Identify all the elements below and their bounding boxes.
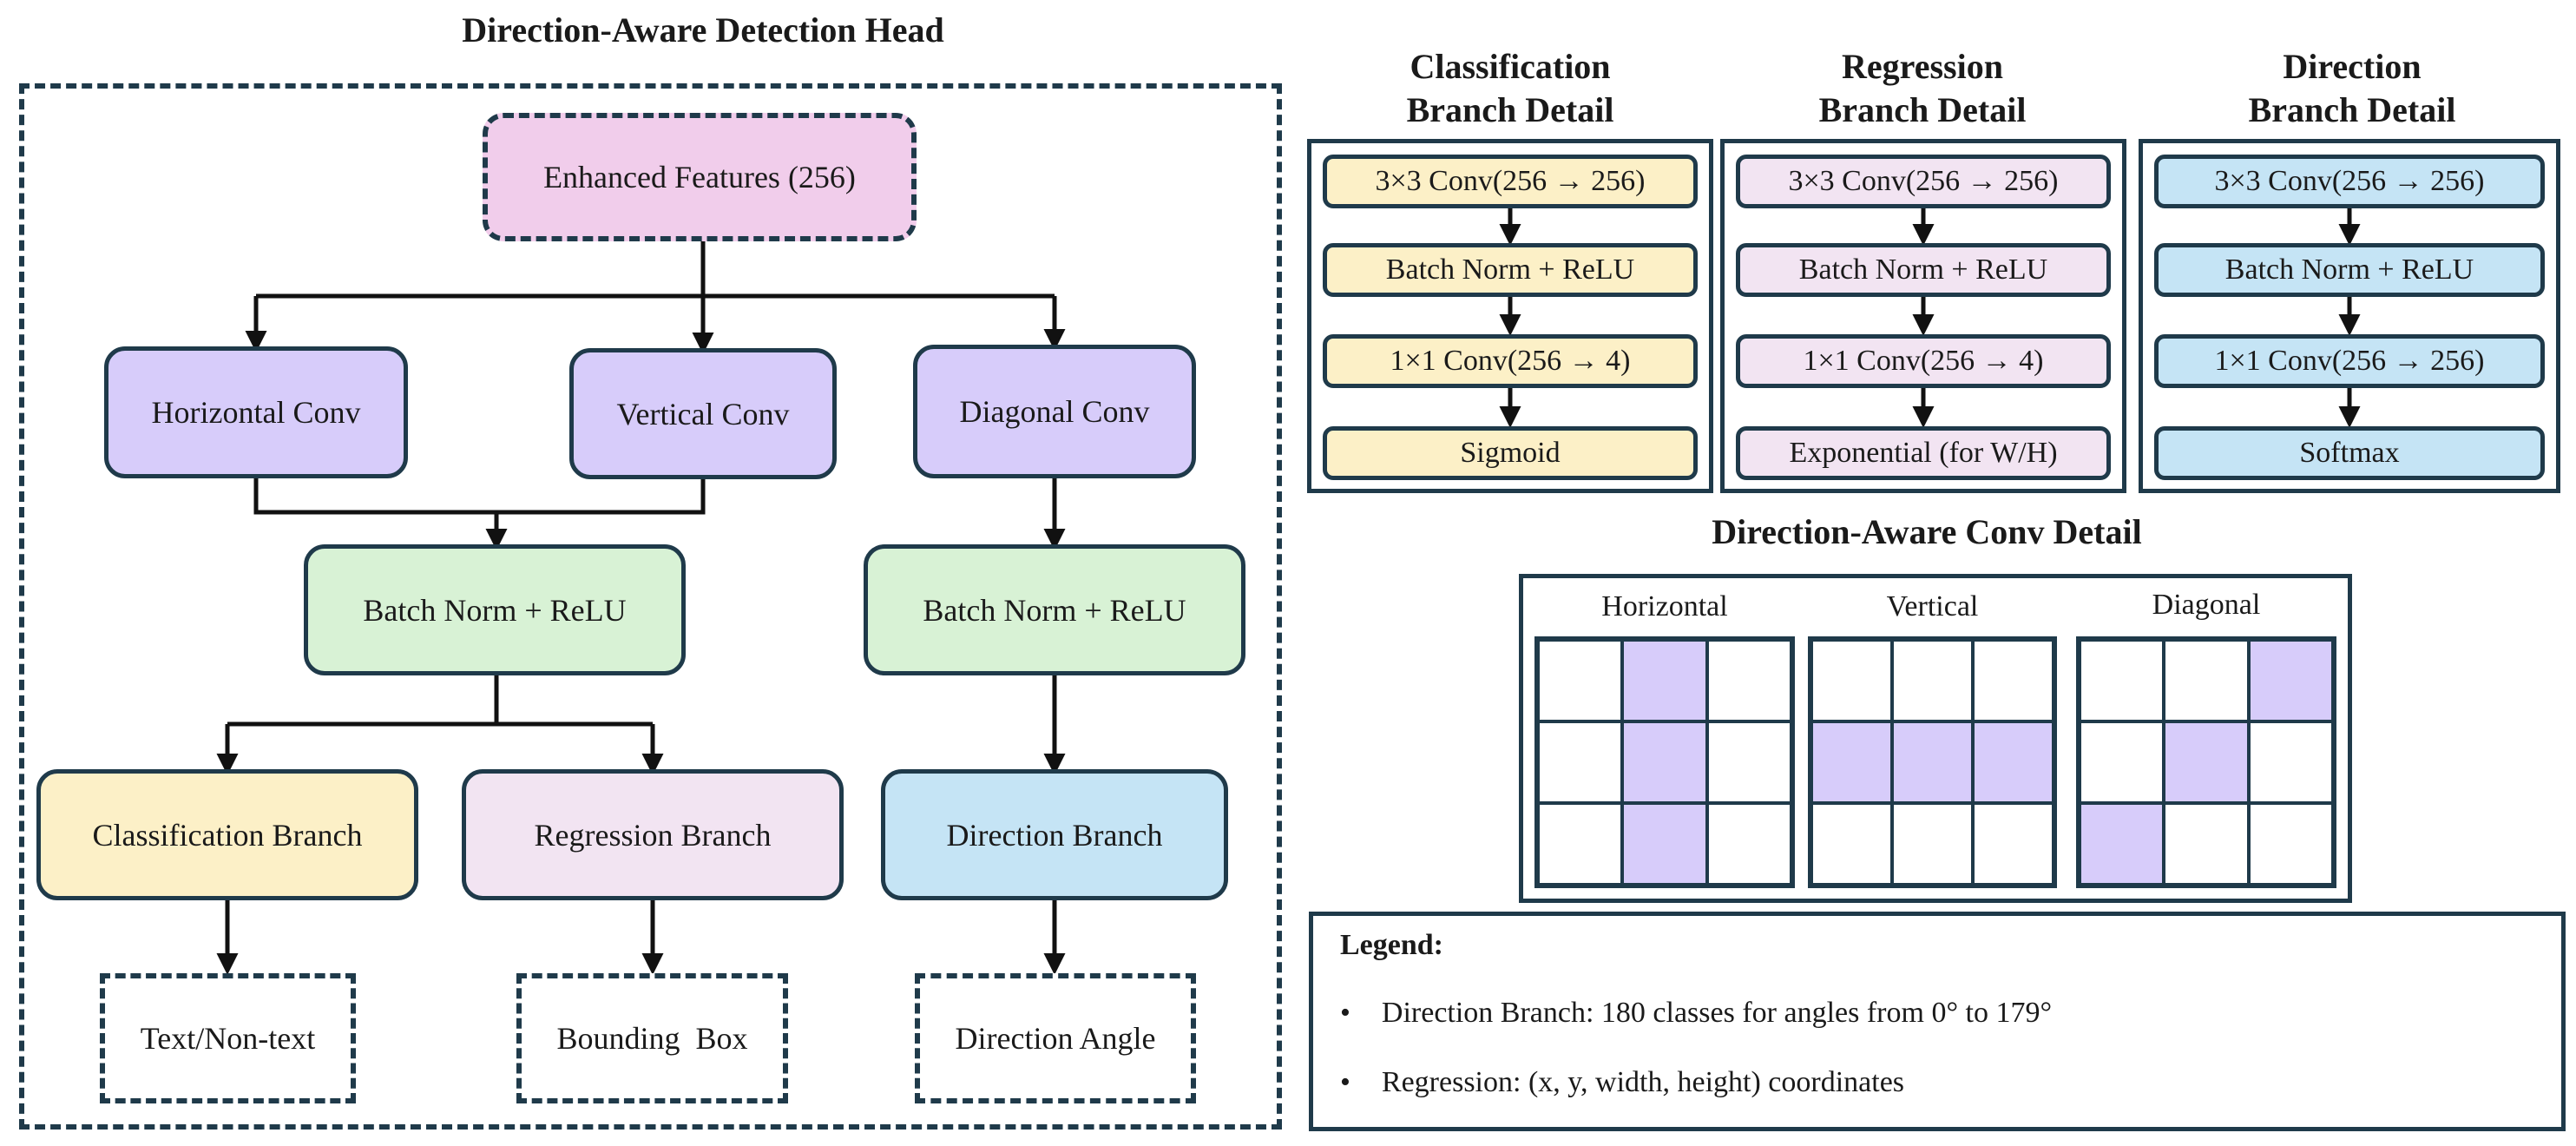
regression-detail-title-line2: Branch Detail <box>1818 90 2027 129</box>
regression-branch-node: Regression Branch <box>462 769 844 900</box>
kernel-cell-active <box>1622 721 1707 803</box>
legend-item-direction-text: Direction Branch: 180 classes for angles… <box>1381 997 2053 1029</box>
kernel-cell <box>2248 721 2333 803</box>
vertical-conv-node: Vertical Conv <box>569 348 837 479</box>
direction-detail-title-line1: Direction <box>2283 47 2422 86</box>
legend-item-regression: • Regression: (x, y, width, height) coor… <box>1340 1066 1904 1099</box>
kernel-label-diagonal: Diagonal <box>2152 589 2261 621</box>
kernel-cell-active <box>2164 721 2249 803</box>
regression-step-4: Exponential (for W/H) <box>1736 426 2111 480</box>
classification-step-1: 3×3 Conv(256 → 256) <box>1323 155 1698 208</box>
conv-detail-panel <box>1519 574 2352 903</box>
classification-step-4: Sigmoid <box>1323 426 1698 480</box>
legend-item-direction: • Direction Branch: 180 classes for angl… <box>1340 997 2052 1030</box>
direction-step-4: Softmax <box>2154 426 2545 480</box>
regression-step-2: Batch Norm + ReLU <box>1736 243 2111 297</box>
classification-detail-title-line2: Branch Detail <box>1406 90 1614 129</box>
kernel-cell <box>1892 640 1973 721</box>
direction-detail-arrows <box>2338 208 2361 428</box>
kernel-cell <box>2164 640 2249 721</box>
kernel-grid-horizontal <box>1534 636 1795 888</box>
direction-angle-output: Direction Angle <box>915 973 1196 1103</box>
kernel-cell-active <box>1973 721 2054 803</box>
regression-step-3: 1×1 Conv(256 → 4) <box>1736 334 2111 388</box>
direction-branch-node: Direction Branch <box>881 769 1228 900</box>
kernel-cell-active <box>2248 640 2333 721</box>
input-features-node: Enhanced Features (256) <box>483 113 917 241</box>
kernel-cell <box>1706 803 1791 885</box>
regression-detail-title-line1: Regression <box>1842 47 2003 86</box>
kernel-cell <box>2080 721 2165 803</box>
direction-detail-title-line2: Branch Detail <box>2248 90 2456 129</box>
kernel-grid-diagonal <box>2076 636 2336 888</box>
main-frame <box>19 83 1282 1130</box>
kernel-cell <box>2164 803 2249 885</box>
kernel-cell <box>1706 640 1791 721</box>
kernel-cell-active <box>1811 721 1892 803</box>
kernel-cell <box>1811 640 1892 721</box>
kernel-grid-vertical <box>1808 636 2057 888</box>
kernel-label-horizontal: Horizontal <box>1601 590 1728 622</box>
kernel-cell <box>1973 640 2054 721</box>
main-connectors <box>216 241 1066 975</box>
batch-norm-right-node: Batch Norm + ReLU <box>864 544 1245 675</box>
kernel-cell <box>1538 803 1623 885</box>
legend-item-regression-text: Regression: (x, y, width, height) coordi… <box>1381 1066 1905 1098</box>
regression-detail-title: Regression Branch Detail <box>1723 45 2122 132</box>
kernel-cell-active <box>1622 640 1707 721</box>
direction-step-3: 1×1 Conv(256 → 256) <box>2154 334 2545 388</box>
diagonal-conv-node: Diagonal Conv <box>913 345 1196 478</box>
legend-bullet: • <box>1340 997 1350 1029</box>
direction-detail-panel <box>2139 139 2560 493</box>
classification-detail-title-line1: Classification <box>1410 47 1611 86</box>
batch-norm-left-node: Batch Norm + ReLU <box>304 544 686 675</box>
kernel-cell <box>1892 803 1973 885</box>
classification-step-3: 1×1 Conv(256 → 4) <box>1323 334 1698 388</box>
direction-detail-title: Direction Branch Detail <box>2135 45 2569 132</box>
kernel-cell <box>1538 721 1623 803</box>
horizontal-conv-node: Horizontal Conv <box>104 346 408 478</box>
regression-detail-panel <box>1720 139 2126 493</box>
classification-detail-arrows <box>1499 208 1521 428</box>
kernel-cell <box>1811 803 1892 885</box>
classification-branch-node: Classification Branch <box>36 769 418 900</box>
direction-step-2: Batch Norm + ReLU <box>2154 243 2545 297</box>
regression-step-1: 3×3 Conv(256 → 256) <box>1736 155 2111 208</box>
regression-detail-arrows <box>1912 208 1935 428</box>
kernel-cell <box>2248 803 2333 885</box>
kernel-cell <box>2080 640 2165 721</box>
kernel-cell-active <box>2080 803 2165 885</box>
kernel-cell-active <box>1622 803 1707 885</box>
edge-merge-hv <box>253 478 706 515</box>
kernel-cell-active <box>1892 721 1973 803</box>
legend-bullet: • <box>1340 1066 1350 1098</box>
bounding-box-output: Bounding Box <box>516 973 788 1103</box>
text-nontext-output: Text/Non-text <box>100 973 356 1103</box>
legend-title: Legend: <box>1340 929 1443 961</box>
kernel-cell <box>1973 803 2054 885</box>
classification-detail-title: Classification Branch Detail <box>1311 45 1710 132</box>
kernel-cell <box>1706 721 1791 803</box>
legend-box <box>1309 912 2566 1131</box>
kernel-cell <box>1538 640 1623 721</box>
classification-detail-panel <box>1307 139 1713 493</box>
classification-step-2: Batch Norm + ReLU <box>1323 243 1698 297</box>
conv-detail-title: Direction-Aware Conv Detail <box>1712 512 2142 551</box>
direction-step-1: 3×3 Conv(256 → 256) <box>2154 155 2545 208</box>
main-title: Direction-Aware Detection Head <box>462 10 944 49</box>
kernel-label-vertical: Vertical <box>1886 590 1979 622</box>
